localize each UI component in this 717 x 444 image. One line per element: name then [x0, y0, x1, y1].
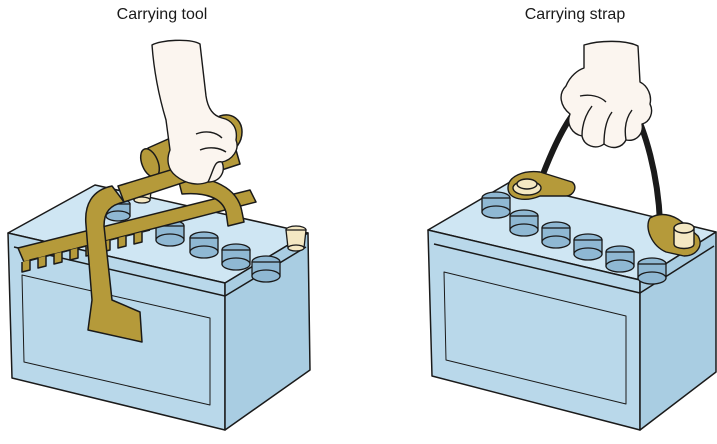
cell-cap-icon [542, 222, 570, 248]
cell-cap-icon [606, 246, 634, 272]
cell-cap-icon [190, 232, 218, 258]
cell-cap-icon [510, 210, 538, 236]
right-hand-icon [561, 41, 652, 147]
cell-cap-icon [638, 258, 666, 284]
cell-cap-icon [252, 256, 280, 282]
terminal-post-icon [286, 226, 306, 251]
cell-cap-icon [574, 234, 602, 260]
cell-cap-icon [222, 244, 250, 270]
cell-cap-icon [482, 192, 510, 218]
